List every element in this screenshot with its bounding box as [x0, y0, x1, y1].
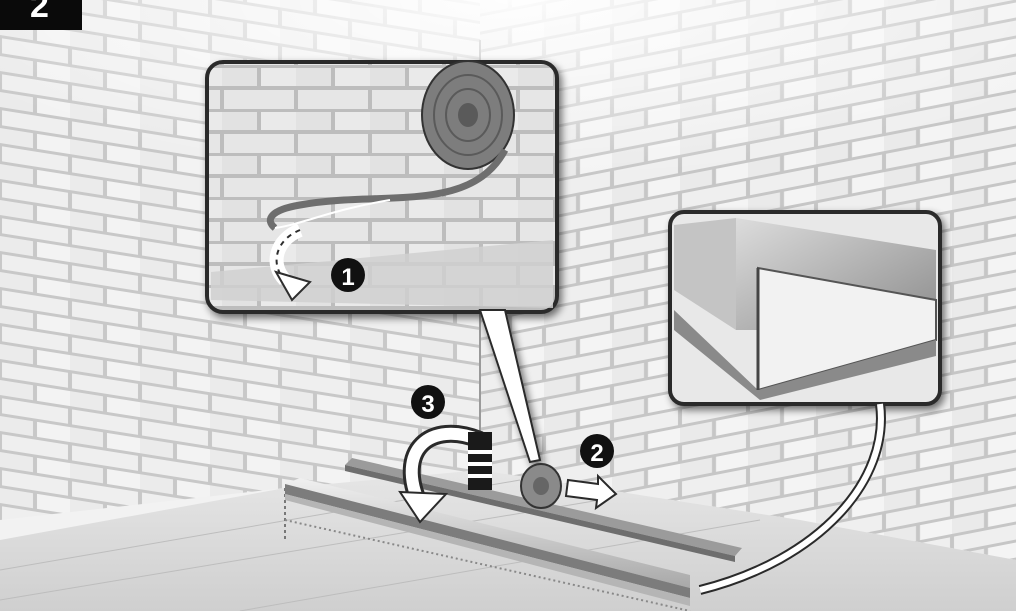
step-number: 2: [30, 0, 49, 26]
callout-1: 1: [331, 258, 365, 292]
step-number-badge: 2: [0, 0, 82, 30]
callout-2-number: 2: [590, 440, 603, 467]
callout-2: 2: [580, 434, 614, 468]
callout-1-number: 1: [341, 264, 354, 291]
callout-3: 3: [411, 385, 445, 419]
rail-profile-inset: [670, 212, 940, 404]
callout-3-number: 3: [421, 391, 434, 418]
tape-roll-on-rail: [521, 464, 561, 508]
